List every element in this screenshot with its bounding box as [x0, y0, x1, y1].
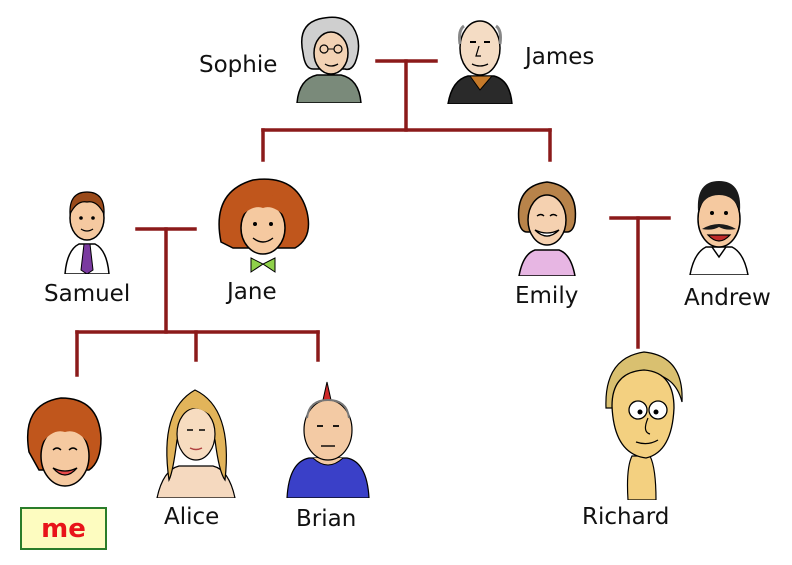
- label-jane: Jane: [227, 279, 277, 305]
- label-samuel: Samuel: [44, 281, 131, 307]
- label-emily: Emily: [515, 283, 579, 309]
- richard-portrait-icon: [605, 351, 683, 500]
- samuel-portrait-icon: [64, 191, 110, 274]
- label-richard: Richard: [582, 504, 670, 530]
- andrew-portrait-icon: [689, 181, 749, 275]
- label-sophie: Sophie: [199, 52, 278, 78]
- label-alice: Alice: [164, 504, 220, 530]
- label-andrew: Andrew: [684, 285, 771, 311]
- sophie-portrait-icon: [296, 16, 362, 103]
- alice-portrait-icon: [156, 389, 236, 498]
- label-me: me: [41, 513, 86, 544]
- james-portrait-icon: [447, 20, 513, 104]
- brian-portrait-icon: [286, 381, 370, 498]
- label-brian: Brian: [296, 506, 357, 532]
- emily-portrait-icon: [517, 181, 577, 276]
- me-highlight-box: me: [20, 507, 107, 550]
- label-james: James: [525, 44, 595, 70]
- me-portrait-icon: [27, 397, 102, 487]
- jane-portrait-icon: [218, 178, 310, 273]
